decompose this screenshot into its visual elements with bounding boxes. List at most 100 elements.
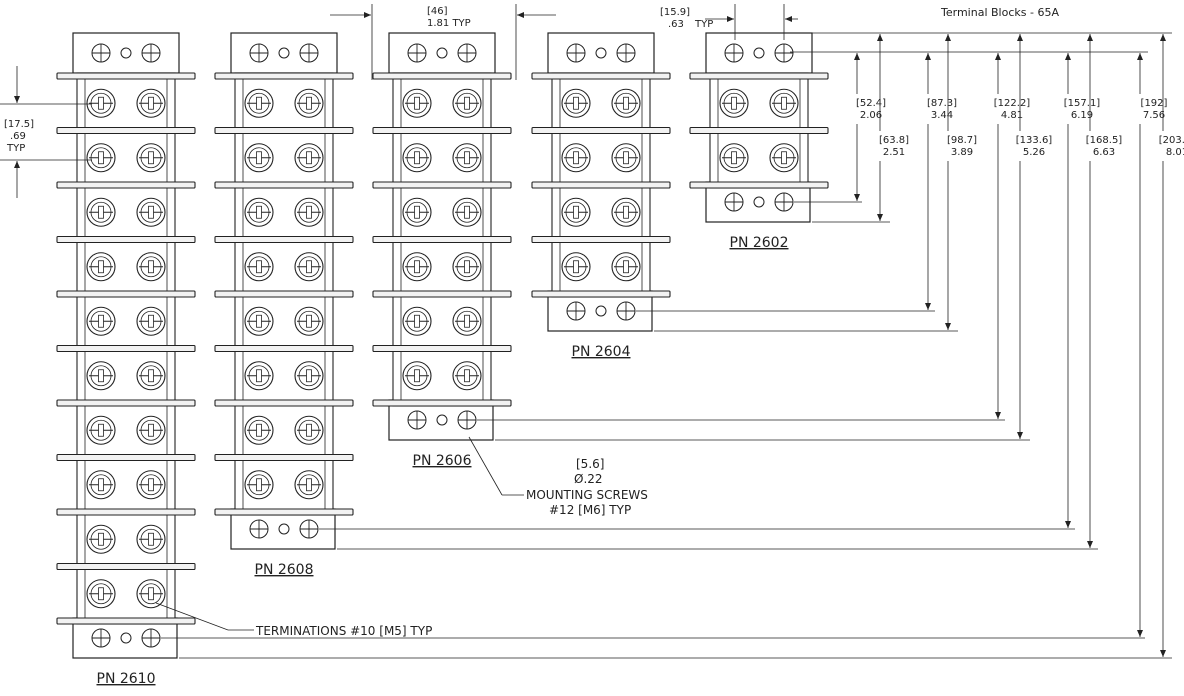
mounting-screws-size: #12 [M6] TYP	[549, 503, 631, 517]
height-dimension: [98.7]3.89	[945, 34, 977, 330]
dim-mm: [192]	[1141, 98, 1168, 109]
hole-dia-mm: [5.6]	[576, 457, 604, 471]
dim-in: 3.44	[931, 110, 953, 121]
center-hole-icon	[278, 523, 290, 535]
dim-mm: [157.1]	[1064, 98, 1101, 109]
barrier	[56, 617, 196, 625]
barrier	[372, 126, 512, 135]
height-dimension: [133.6]5.26	[1016, 34, 1053, 439]
barrier	[56, 344, 196, 353]
hole-dia-in: Ø.22	[574, 472, 603, 486]
barrier	[56, 562, 196, 571]
width-dimension: [46] 1.81 TYP	[330, 4, 556, 80]
barrier	[214, 508, 354, 516]
pitch-mm: [17.5]	[4, 119, 34, 130]
height-dimension: [192]7.56	[1137, 53, 1168, 637]
height-dimension: [168.5]6.63	[1086, 34, 1122, 548]
drawing-title: Terminal Blocks - 65A	[940, 6, 1059, 19]
center-hole-icon	[595, 47, 607, 59]
terminal-block: PN 2606	[372, 32, 512, 469]
barrier	[214, 235, 354, 244]
terminations-label: TERMINATIONS #10 [M5] TYP	[255, 624, 432, 638]
barrier	[56, 235, 196, 244]
barrier	[372, 181, 512, 189]
pitch-note: TYP	[6, 143, 25, 154]
dim-in: 6.19	[1071, 110, 1093, 121]
barrier	[56, 399, 196, 407]
dim-mm: [87.3]	[927, 98, 957, 109]
center-hole-icon	[595, 305, 607, 317]
part-number-label: PN 2610	[97, 671, 156, 687]
center-hole-icon	[120, 47, 132, 59]
dim-in: 6.63	[1093, 147, 1115, 158]
dim-mm: [63.8]	[879, 135, 909, 146]
terminal-block: PN 2608	[214, 32, 354, 578]
center-hole-icon	[278, 47, 290, 59]
dim-in: 8.01	[1166, 147, 1184, 158]
barrier	[214, 344, 354, 353]
top-mounting-plate	[547, 32, 655, 74]
height-dimension: [63.8]2.51	[877, 34, 909, 221]
part-number-label: PN 2602	[730, 235, 789, 251]
dim-mm: [122.2]	[994, 98, 1031, 109]
center-hole-icon	[436, 47, 448, 59]
barrier	[56, 453, 196, 462]
mounting-screws-label: MOUNTING SCREWS	[526, 488, 648, 502]
width-mm: [46]	[427, 6, 448, 17]
dim-in: 2.51	[883, 147, 905, 158]
part-number-label: PN 2606	[413, 453, 472, 469]
barrier	[56, 126, 196, 135]
height-dimension: [157.1]6.19	[1064, 53, 1101, 528]
dim-mm: [203.4]	[1159, 135, 1184, 146]
height-dimension: [52.4]2.06	[854, 53, 886, 201]
hole-offset-dimension: [15.9] .63 TYP	[660, 4, 798, 40]
terminal-block: PN 2604	[531, 32, 671, 360]
pitch-dimension: [17.5] .69 TYP	[0, 66, 92, 198]
part-number-label: PN 2608	[255, 562, 314, 578]
barrier	[689, 126, 829, 135]
barrier	[372, 235, 512, 244]
center-hole-icon	[753, 196, 765, 208]
barrier	[56, 72, 196, 80]
dim-in: 5.26	[1023, 147, 1045, 158]
barrier	[214, 126, 354, 135]
dim-mm: [133.6]	[1016, 135, 1053, 146]
hole-offset-in: .63	[668, 19, 684, 30]
part-number-label: PN 2604	[572, 344, 631, 360]
terminal-block: PN 2610	[56, 32, 196, 687]
terminal-blocks: PN 2602 PN 2604 PN 2606 PN 2608 PN 2610	[56, 32, 829, 687]
barrier	[531, 235, 671, 244]
barrier	[372, 72, 512, 80]
extension-lines	[161, 32, 1172, 659]
pitch-in: .69	[10, 131, 26, 142]
barrier	[214, 399, 354, 407]
hole-offset-mm: [15.9]	[660, 7, 690, 18]
height-dimension: [122.2]4.81	[994, 53, 1031, 419]
barrier	[56, 508, 196, 516]
width-in: 1.81 TYP	[427, 18, 471, 29]
center-hole-icon	[753, 47, 765, 59]
barrier	[214, 181, 354, 189]
barrier	[56, 290, 196, 298]
barrier	[214, 453, 354, 462]
barrier	[689, 181, 829, 189]
height-dimension: [87.3]3.44	[925, 53, 957, 310]
barrier	[372, 399, 512, 407]
dim-in: 2.06	[860, 110, 882, 121]
terminations-callout: TERMINATIONS #10 [M5] TYP	[155, 602, 432, 638]
barrier	[372, 344, 512, 353]
barrier	[56, 181, 196, 189]
dim-in: 7.56	[1143, 110, 1165, 121]
center-hole-icon	[120, 632, 132, 644]
barrier	[531, 72, 671, 80]
barrier	[531, 181, 671, 189]
barrier	[531, 126, 671, 135]
barrier	[372, 290, 512, 298]
mounting-screws-callout: [5.6] Ø.22 MOUNTING SCREWS #12 [M6] TYP	[468, 436, 648, 517]
height-dimension: [203.4]8.01	[1159, 34, 1184, 657]
dim-in: 3.89	[951, 147, 973, 158]
barrier	[214, 72, 354, 80]
dim-mm: [98.7]	[947, 135, 977, 146]
barrier	[214, 290, 354, 298]
